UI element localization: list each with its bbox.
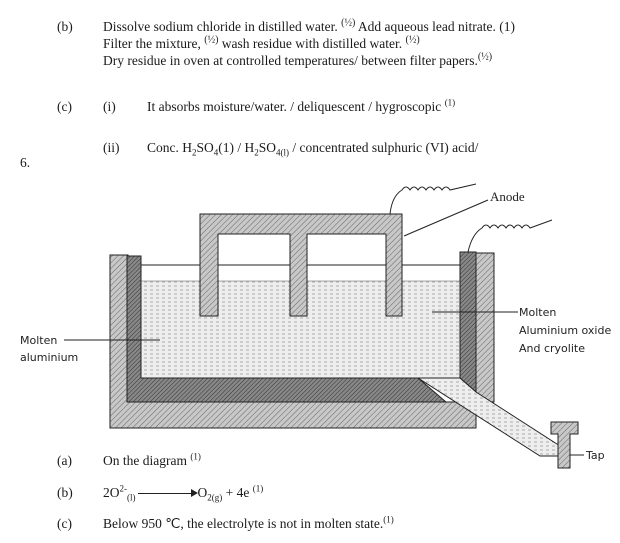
q5b-label: (b) [57, 19, 73, 34]
q5b-line2: Filter the mixture, (½) wash residue wit… [103, 34, 420, 52]
mark: (1) [444, 97, 456, 108]
q6b-equation: 2O2-(l)O2(g) + 4e (1) [103, 483, 264, 503]
q5c-label: (c) [57, 99, 72, 114]
label-molten-aluminium-2: aluminium [20, 351, 78, 364]
q6a-answer: On the diagram (1) [103, 451, 201, 468]
q6c-label: (c) [57, 516, 72, 531]
q6a-label: (a) [57, 453, 72, 468]
label-electrolyte-2: Aluminium oxide [519, 324, 611, 337]
q5b-line1: Dissolve sodium chloride in distilled wa… [103, 17, 515, 35]
q5c-i-label: (i) [103, 99, 116, 114]
q5c-ii-label: (ii) [103, 140, 120, 155]
half-mark: (½) [204, 34, 219, 46]
arrow-icon [137, 489, 198, 498]
half-mark: (½) [477, 51, 493, 63]
label-anode: Anode [490, 189, 525, 204]
question-number: 6. [20, 155, 31, 170]
q5b-line2b: wash residue with distilled water. [221, 36, 403, 51]
q5b-line3-text: Dry residue in oven at controlled temper… [103, 53, 478, 68]
label-tap: Tap [585, 449, 605, 462]
q5b-line1a: Dissolve sodium chloride in distilled wa… [103, 19, 338, 34]
q5c-i-text: It absorbs moisture/water. / deliquescen… [147, 99, 442, 114]
cathode-lining-right [459, 251, 477, 394]
q5b-line3: Dry residue in oven at controlled temper… [103, 51, 493, 69]
cathode-wire [467, 219, 553, 253]
q6c-answer: Below 950 ℃, the electrolyte is not in m… [103, 514, 394, 531]
anode-wire [389, 183, 477, 215]
q5b-line1b: Add aqueous lead nitrate. (1) [357, 19, 515, 34]
half-mark: (½) [405, 34, 420, 46]
tap-valve [550, 421, 579, 469]
q5c-ii-answer: Conc. H2SO4(1) / H2SO4(l) / concentrated… [147, 140, 479, 158]
label-electrolyte-1: Molten [519, 306, 556, 319]
label-electrolyte-3: And cryolite [519, 342, 585, 355]
q5b-line2a: Filter the mixture, [103, 36, 201, 51]
label-molten-aluminium-1: Molten [20, 334, 57, 347]
graphite-anode [199, 213, 403, 317]
q6b-label: (b) [57, 485, 73, 500]
q5c-i-answer: It absorbs moisture/water. / deliquescen… [147, 97, 456, 115]
half-mark: (½) [341, 17, 356, 29]
